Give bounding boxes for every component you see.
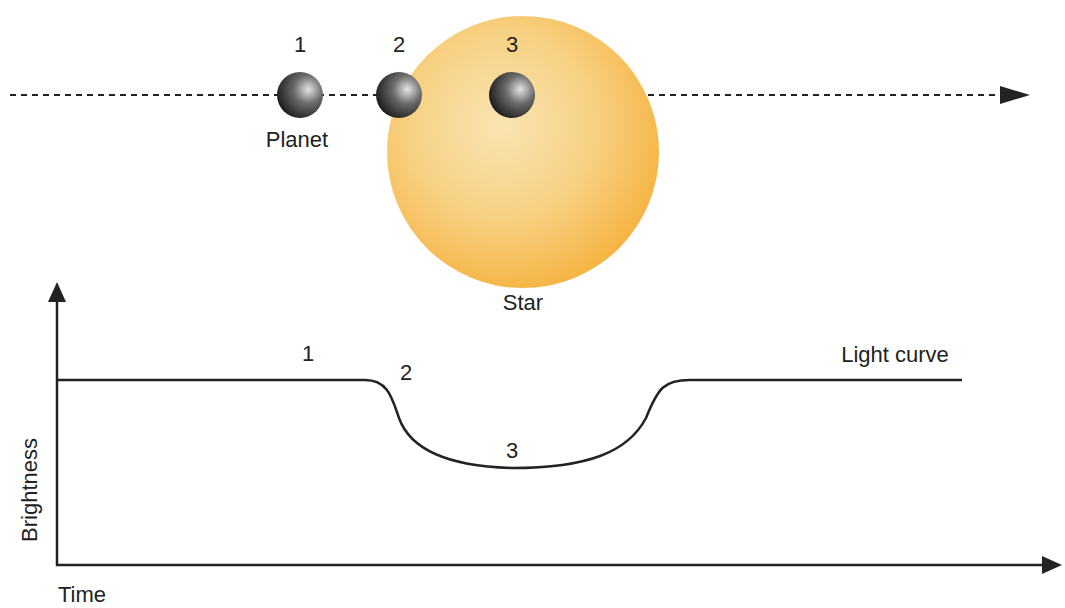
star-disc	[387, 16, 659, 288]
callout-number: 2	[400, 361, 412, 385]
star-label: Star	[387, 290, 659, 316]
callout-number: 3	[506, 33, 518, 57]
planet-label: Planet	[266, 128, 328, 152]
planet-disc	[277, 72, 323, 118]
axis-label: Brightness	[18, 438, 42, 542]
axis-label: Time	[58, 583, 106, 607]
y-axis-arrowhead	[48, 282, 66, 302]
planet-disc	[489, 72, 535, 118]
x-axis	[56, 564, 1044, 567]
callout-number: 2	[393, 33, 405, 57]
callout-number: 3	[506, 439, 518, 463]
x-axis-arrowhead	[1042, 556, 1062, 574]
y-axis	[56, 300, 59, 566]
curve-label: Light curve	[841, 343, 949, 367]
orbit-arrowhead	[1000, 86, 1030, 104]
star-shape	[387, 16, 659, 288]
callout-number: 1	[294, 33, 306, 57]
planet-disc	[376, 72, 422, 118]
star-disc: Star	[387, 16, 659, 318]
callout-number: 1	[302, 342, 314, 366]
light-curve	[57, 380, 962, 468]
